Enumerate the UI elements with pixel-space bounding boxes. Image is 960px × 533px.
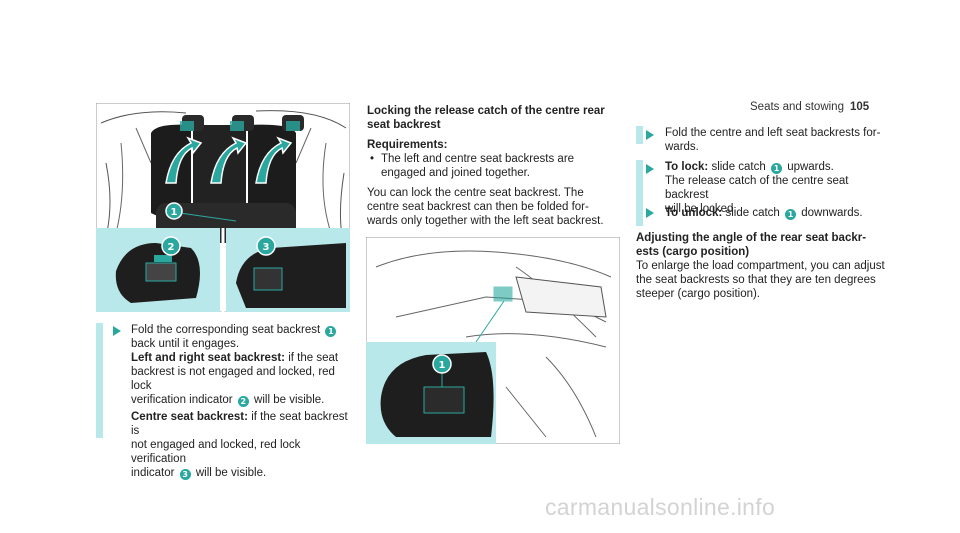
step-text-tail: back until it engages. — [131, 338, 240, 350]
paragraph-line: To enlarge the load compartment, you can… — [636, 260, 885, 272]
step-marker-bar — [636, 126, 643, 144]
badge-1-icon: 1 — [770, 163, 782, 174]
lr-text-2: backrest is not engaged and locked, red … — [131, 366, 335, 392]
watermark: carmanualsonline.info — [545, 494, 776, 520]
lock-text: slide catch — [711, 161, 766, 173]
unlock-tail: downwards. — [801, 207, 863, 219]
step-marker-bar — [96, 323, 103, 438]
paragraph-line: wards only together with the left seat b… — [367, 215, 604, 227]
requirement-item: The left and centre seat backrests are — [381, 153, 575, 165]
svg-text:2: 2 — [168, 242, 175, 253]
step-text: Fold the centre and left seat backrests … — [665, 127, 881, 139]
centre-text-4: will be visible. — [195, 467, 267, 479]
unlock-text: slide catch — [725, 207, 780, 219]
rear-seat-illustration: 1 2 3 — [96, 103, 350, 312]
step-fold-backrests: Fold the centre and left seat backrests … — [665, 126, 890, 154]
centre-text: if the seat backrest is — [131, 411, 348, 437]
unlock-label: To unlock: — [665, 207, 723, 219]
badge-3-icon: 3 — [179, 469, 191, 480]
section-title: Seats and stowing — [750, 101, 844, 113]
lock-label: To lock: — [665, 161, 709, 173]
paragraph-line: You can lock the centre seat backrest. T… — [367, 187, 584, 199]
lr-heading: Left and right seat backrest: — [131, 352, 286, 364]
step-lock: To lock: slide catch 1 upwards. The rele… — [665, 160, 893, 216]
requirements-label: Requirements: — [367, 139, 448, 151]
centre-heading: Centre seat backrest: — [131, 411, 248, 423]
paragraph-line: centre seat backrest can then be folded … — [367, 201, 589, 213]
section-heading-2: seat backrest — [367, 119, 441, 131]
lr-text: if the seat — [288, 352, 339, 364]
svg-text:1: 1 — [439, 360, 446, 371]
page-header: Seats and stowing 105 — [750, 100, 869, 114]
locking-section: Locking the release catch of the centre … — [367, 104, 619, 228]
svg-text:1: 1 — [171, 207, 178, 218]
step-unlock: To unlock: slide catch 1 downwards. — [665, 206, 893, 220]
paragraph-line: the seat backrests so that they are ten … — [636, 274, 876, 286]
step-text-2: wards. — [665, 141, 699, 153]
step-marker-bar — [636, 160, 643, 205]
lock-text-2: The release catch of the centre seat bac… — [665, 175, 849, 201]
lock-text-3: will be locked. — [665, 203, 737, 215]
lr-text-4: will be visible. — [254, 394, 325, 406]
step-arrow-icon — [646, 164, 654, 174]
section-heading-2: ests (cargo position) — [636, 246, 750, 258]
badge-1-icon: 1 — [325, 326, 337, 337]
section-heading: Locking the release catch of the centre … — [367, 105, 605, 117]
badge-1-icon: 1 — [785, 209, 797, 220]
lock-tail: upwards. — [787, 161, 834, 173]
paragraph-line: steeper (cargo position). — [636, 288, 761, 300]
step-arrow-icon — [646, 208, 654, 218]
badge-2-icon: 2 — [237, 396, 249, 407]
step-text: Fold the corresponding seat backrest — [131, 324, 321, 336]
release-catch-illustration: 1 — [366, 237, 620, 444]
cargo-position-section: Adjusting the angle of the rear seat bac… — [636, 231, 896, 301]
step-arrow-icon — [646, 130, 654, 140]
svg-text:3: 3 — [263, 242, 270, 253]
centre-text-3: indicator — [131, 467, 175, 479]
lr-text-3: verification indicator — [131, 394, 233, 406]
step-fold-backrest: Fold the corresponding seat backrest 1 b… — [131, 323, 356, 480]
section-heading: Adjusting the angle of the rear seat bac… — [636, 232, 867, 244]
centre-text-2: not engaged and locked, red lock verific… — [131, 439, 301, 465]
page-number: 105 — [849, 101, 870, 113]
step-arrow-icon — [113, 326, 121, 336]
requirement-item-cont: engaged and joined together. — [381, 167, 530, 179]
step-marker-bar — [636, 204, 643, 226]
